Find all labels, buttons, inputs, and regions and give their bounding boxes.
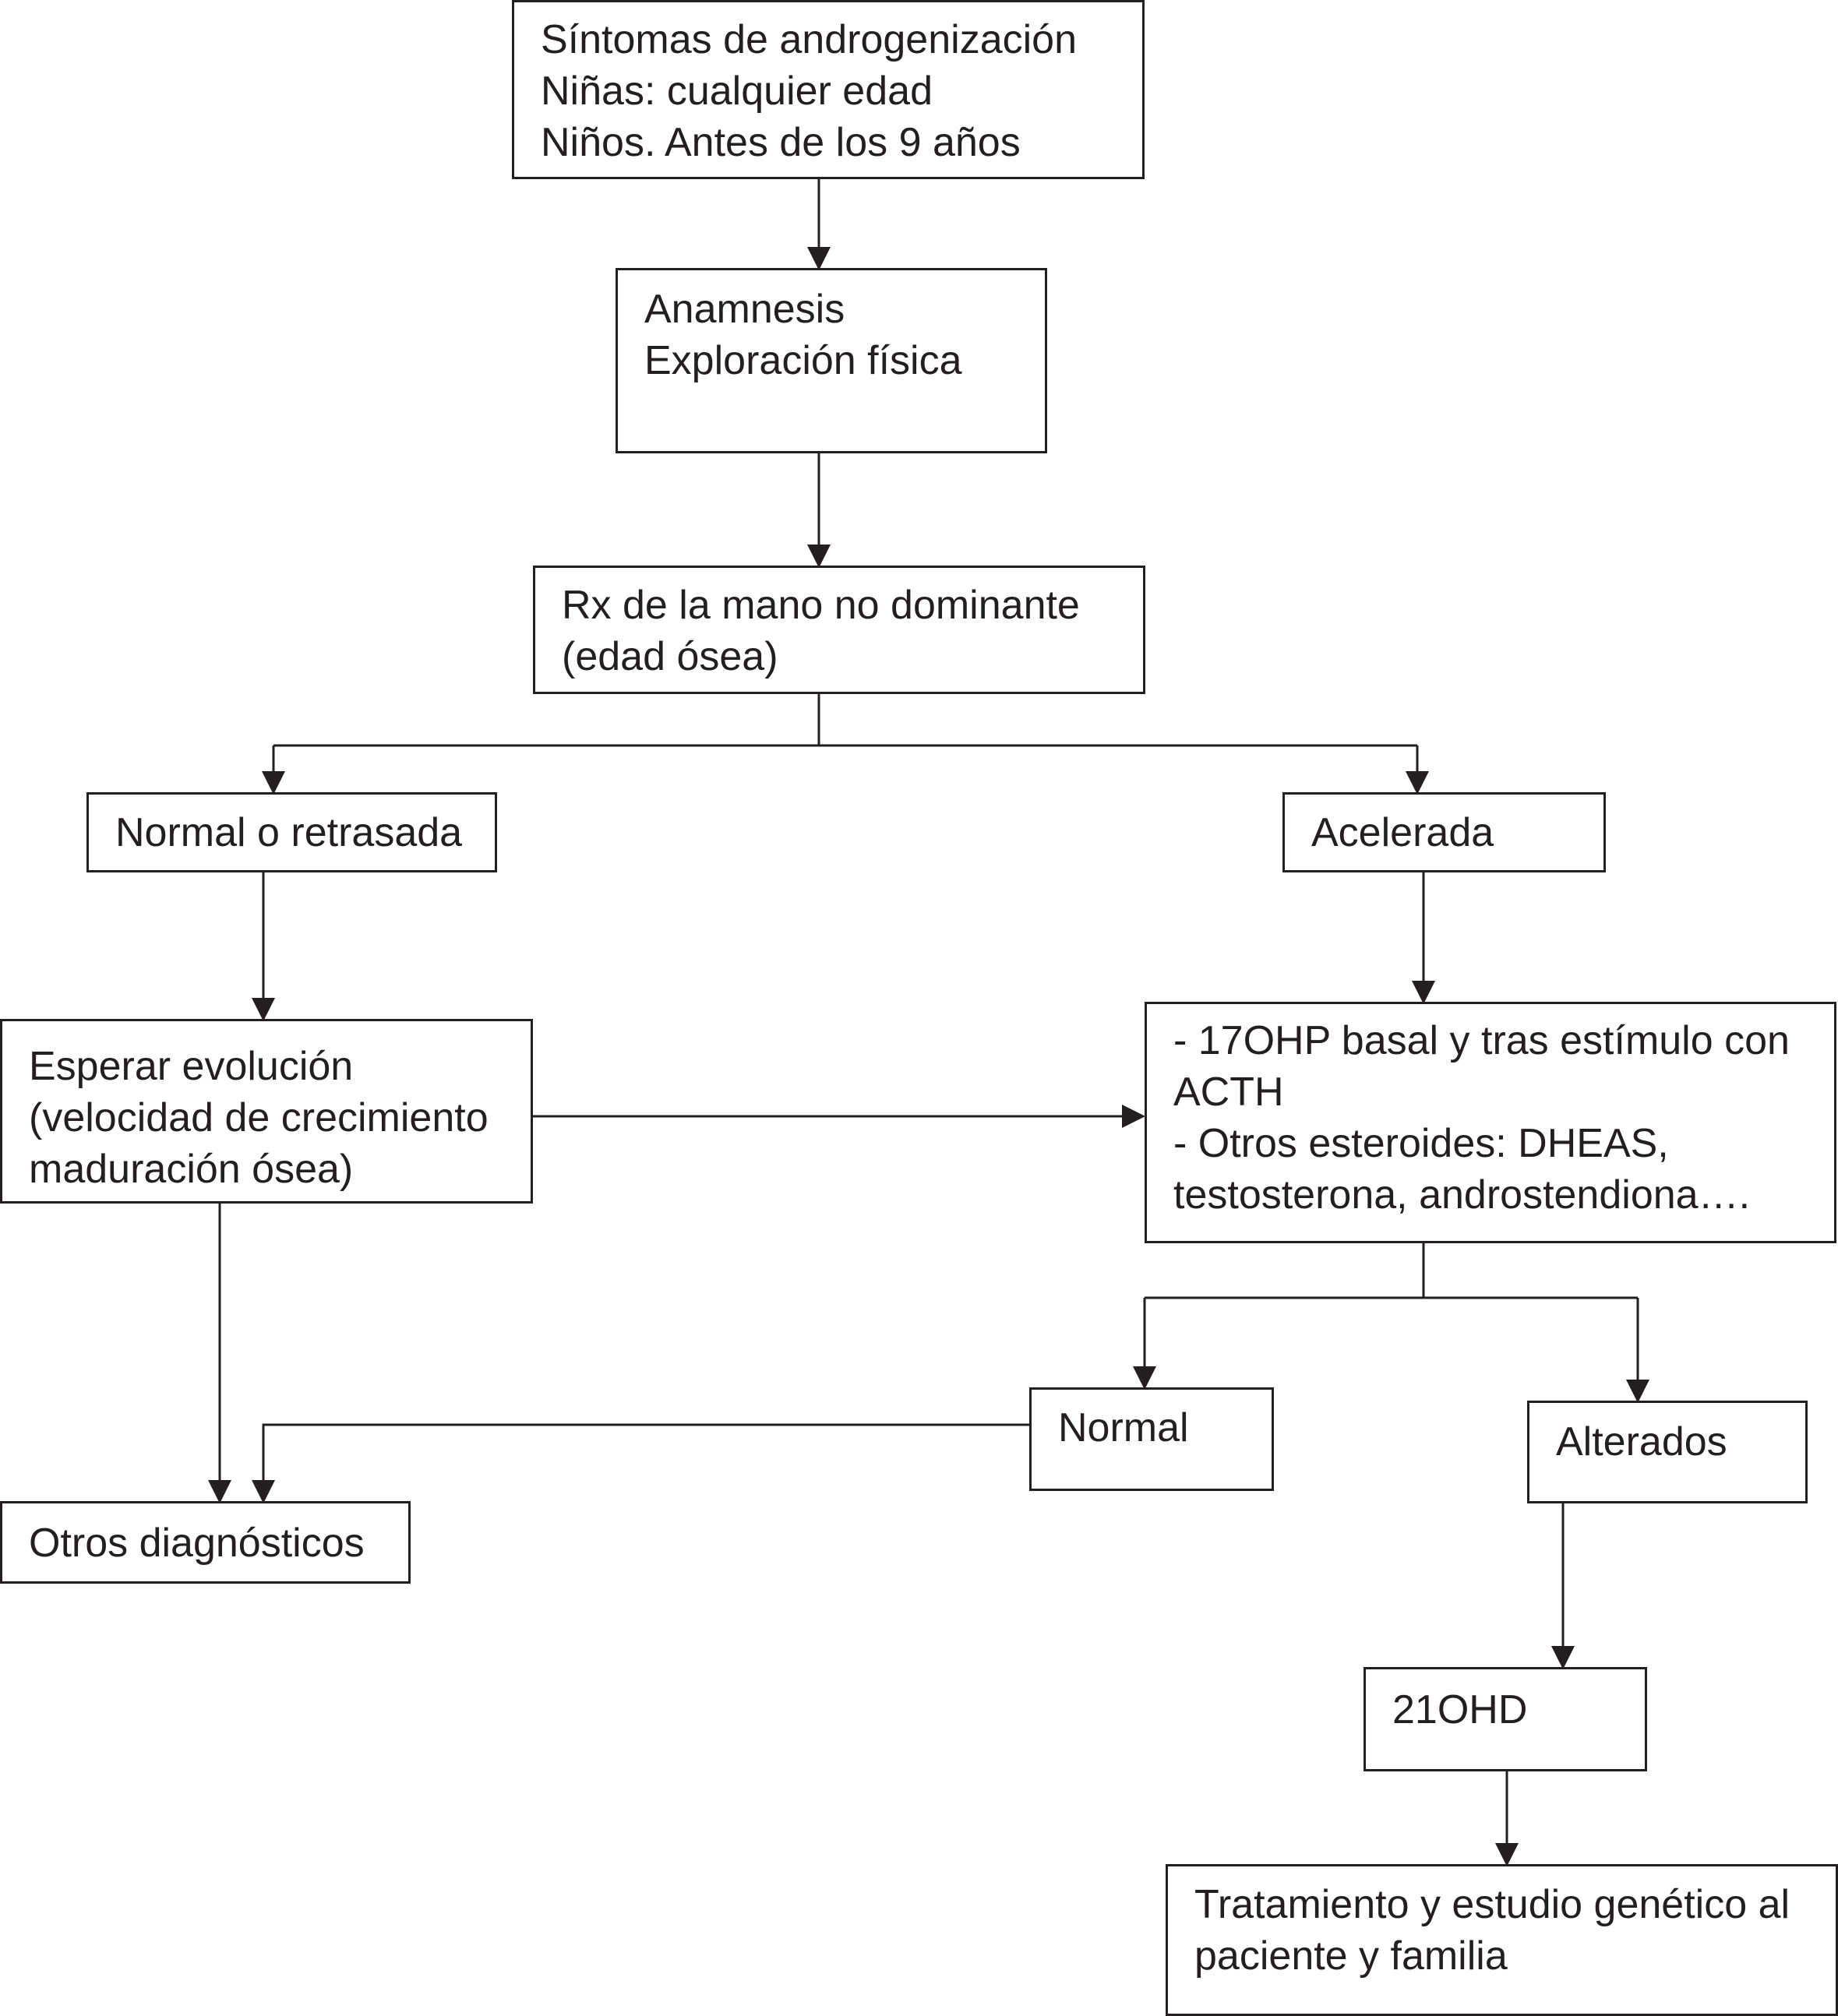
box-normal <box>1029 1387 1274 1491</box>
box-21ohd <box>1364 1667 1647 1771</box>
text-line: Alterados <box>1556 1419 1727 1464</box>
box-acelerada <box>1282 792 1606 872</box>
text-line: Anamnesis <box>644 287 845 332</box>
label-tratamiento: Tratamiento y estudio genético al pacien… <box>1194 1879 1790 1982</box>
label-21ohd: 21OHD <box>1392 1684 1527 1736</box>
text-line: maduración ósea) <box>29 1147 354 1192</box>
box-esperar <box>0 1019 533 1204</box>
arrow-normal-to-otros <box>252 1423 1029 1503</box>
label-acelerada: Acelerada <box>1311 807 1494 858</box>
box-rx <box>533 566 1145 694</box>
text-line: Tratamiento y estudio genético al <box>1194 1882 1790 1927</box>
box-anamnesis <box>616 268 1047 453</box>
text-line: Niños. Antes de los 9 años <box>541 120 1021 165</box>
box-alterados <box>1527 1401 1808 1503</box>
box-tratamiento <box>1166 1864 1838 2016</box>
text-line: Esperar evolución <box>29 1044 354 1089</box>
text-line: testosterona, androstendiona…. <box>1173 1172 1751 1218</box>
box-normal-retrasada <box>86 792 497 872</box>
text-line: Normal <box>1058 1405 1189 1450</box>
text-line: Niñas: cualquier edad <box>541 69 933 114</box>
text-line: paciente y familia <box>1194 1933 1508 1979</box>
text-line: Otros diagnósticos <box>29 1521 365 1566</box>
label-normal: Normal <box>1058 1402 1189 1454</box>
box-sintomas <box>512 0 1145 179</box>
label-sintomas: Síntomas de androgenización Niñas: cualq… <box>541 14 1077 168</box>
label-hormonas: - 17OHP basal y tras estímulo con ACTH -… <box>1173 1015 1790 1221</box>
label-alterados: Alterados <box>1556 1416 1727 1468</box>
label-anamnesis: Anamnesis Exploración física <box>644 284 962 386</box>
text-line: - Otros esteroides: DHEAS, <box>1173 1121 1669 1166</box>
text-line: (velocidad de crecimiento <box>29 1095 489 1140</box>
label-normal-retrasada: Normal o retrasada <box>115 807 462 858</box>
text-line: 21OHD <box>1392 1687 1528 1732</box>
label-otros-diagnosticos: Otros diagnósticos <box>29 1517 365 1569</box>
text-line: Acelerada <box>1311 810 1494 855</box>
text-line: Normal o retrasada <box>115 810 463 855</box>
box-otros-diagnosticos <box>0 1501 411 1584</box>
text-line: - 17OHP basal y tras estímulo con <box>1173 1018 1790 1063</box>
box-hormonas <box>1145 1002 1836 1243</box>
text-line: (edad ósea) <box>562 634 778 679</box>
text-line: Rx de la mano no dominante <box>562 583 1080 628</box>
text-line: ACTH <box>1173 1070 1284 1115</box>
label-esperar: Esperar evolución (velocidad de crecimie… <box>29 1041 489 1195</box>
text-line: Exploración física <box>644 338 962 383</box>
text-line: Síntomas de androgenización <box>541 17 1078 62</box>
label-rx: Rx de la mano no dominante (edad ósea) <box>562 580 1080 682</box>
